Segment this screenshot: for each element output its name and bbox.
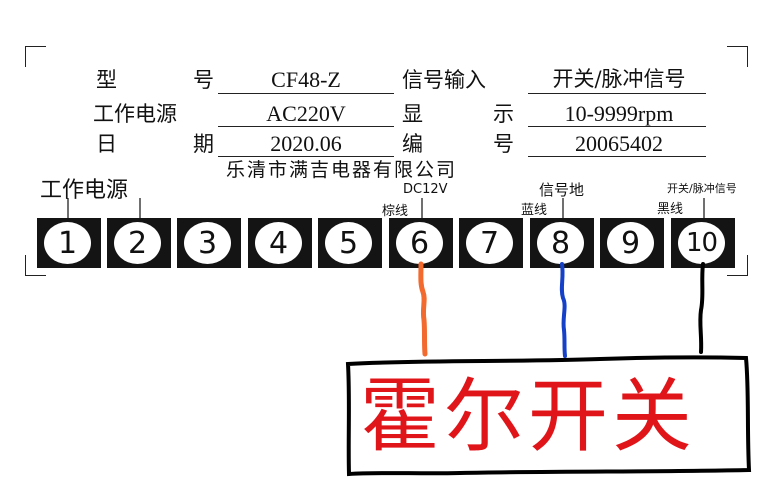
terminal-2: 2	[107, 218, 171, 268]
corner-mark-bottom-right	[727, 255, 748, 276]
model-underline	[218, 93, 394, 94]
terminal-8: 8	[530, 218, 594, 268]
row1-label: 型号 型号	[96, 68, 214, 92]
terminal8-signal-ground-label: 信号地	[539, 181, 585, 199]
terminal-number: 6	[396, 222, 443, 264]
terminal-9: 9	[600, 218, 664, 268]
power-underline	[218, 126, 394, 127]
terminal-number: 5	[325, 222, 372, 264]
manufacturer-name: 乐清市满吉电器有限公司	[226, 159, 458, 181]
terminal-number: 7	[466, 222, 513, 264]
terminal-5: 5	[318, 218, 382, 268]
serial-underline	[528, 156, 706, 157]
terminal6-voltage-label: DC12V	[403, 182, 448, 197]
terminal-7: 7	[459, 218, 523, 268]
power-terminals-label: 工作电源	[40, 178, 129, 203]
terminal-number: 3	[184, 222, 231, 264]
terminal10-signal-label: 开关/脉冲信号	[667, 182, 737, 195]
row2-label: 工作电源	[93, 102, 177, 126]
signal-input-label: 信号输入	[402, 68, 486, 92]
terminal-1: 1	[37, 218, 101, 268]
serial-value: 20065402	[575, 131, 663, 156]
display-underline	[528, 126, 706, 127]
power-value: AC220V	[266, 101, 346, 126]
date-value: 2020.06	[270, 131, 342, 156]
display-value: 10-9999rpm	[564, 101, 674, 126]
signal-input-underline	[528, 93, 706, 94]
terminal-number: 1	[44, 222, 91, 264]
terminal-number: 9	[607, 222, 654, 264]
terminal-4: 4	[248, 218, 312, 268]
date-underline	[218, 156, 394, 157]
terminal-number: 8	[537, 222, 584, 264]
terminal-number: 2	[114, 222, 161, 264]
corner-mark-top-right	[727, 46, 748, 67]
display-label: 显示	[402, 102, 514, 126]
signal-input-value: 开关/脉冲信号	[552, 67, 686, 91]
date-label: 日期	[96, 132, 214, 156]
terminal-number: 10	[678, 222, 725, 264]
corner-mark-bottom-left	[25, 255, 46, 276]
wire-terminal8-blue	[559, 262, 567, 358]
terminal-10: 10	[671, 218, 735, 268]
terminal10-wire-label: 黑线	[657, 202, 684, 217]
terminal8-wire-label: 蓝线	[521, 203, 548, 218]
terminal-6: 6	[389, 218, 453, 268]
hall-sensor-box	[345, 355, 752, 477]
wire-terminal6-brown	[418, 261, 428, 357]
terminal-3: 3	[177, 218, 241, 268]
hall-sensor-label: 霍尔开关	[360, 370, 696, 463]
model-value: CF48-Z	[271, 67, 341, 92]
corner-mark-top-left	[25, 46, 46, 67]
serial-label: 编号	[402, 132, 514, 156]
terminal6-wire-label: 棕线	[382, 204, 409, 219]
wire-terminal10-black	[698, 262, 705, 354]
terminal-number: 4	[255, 222, 302, 264]
